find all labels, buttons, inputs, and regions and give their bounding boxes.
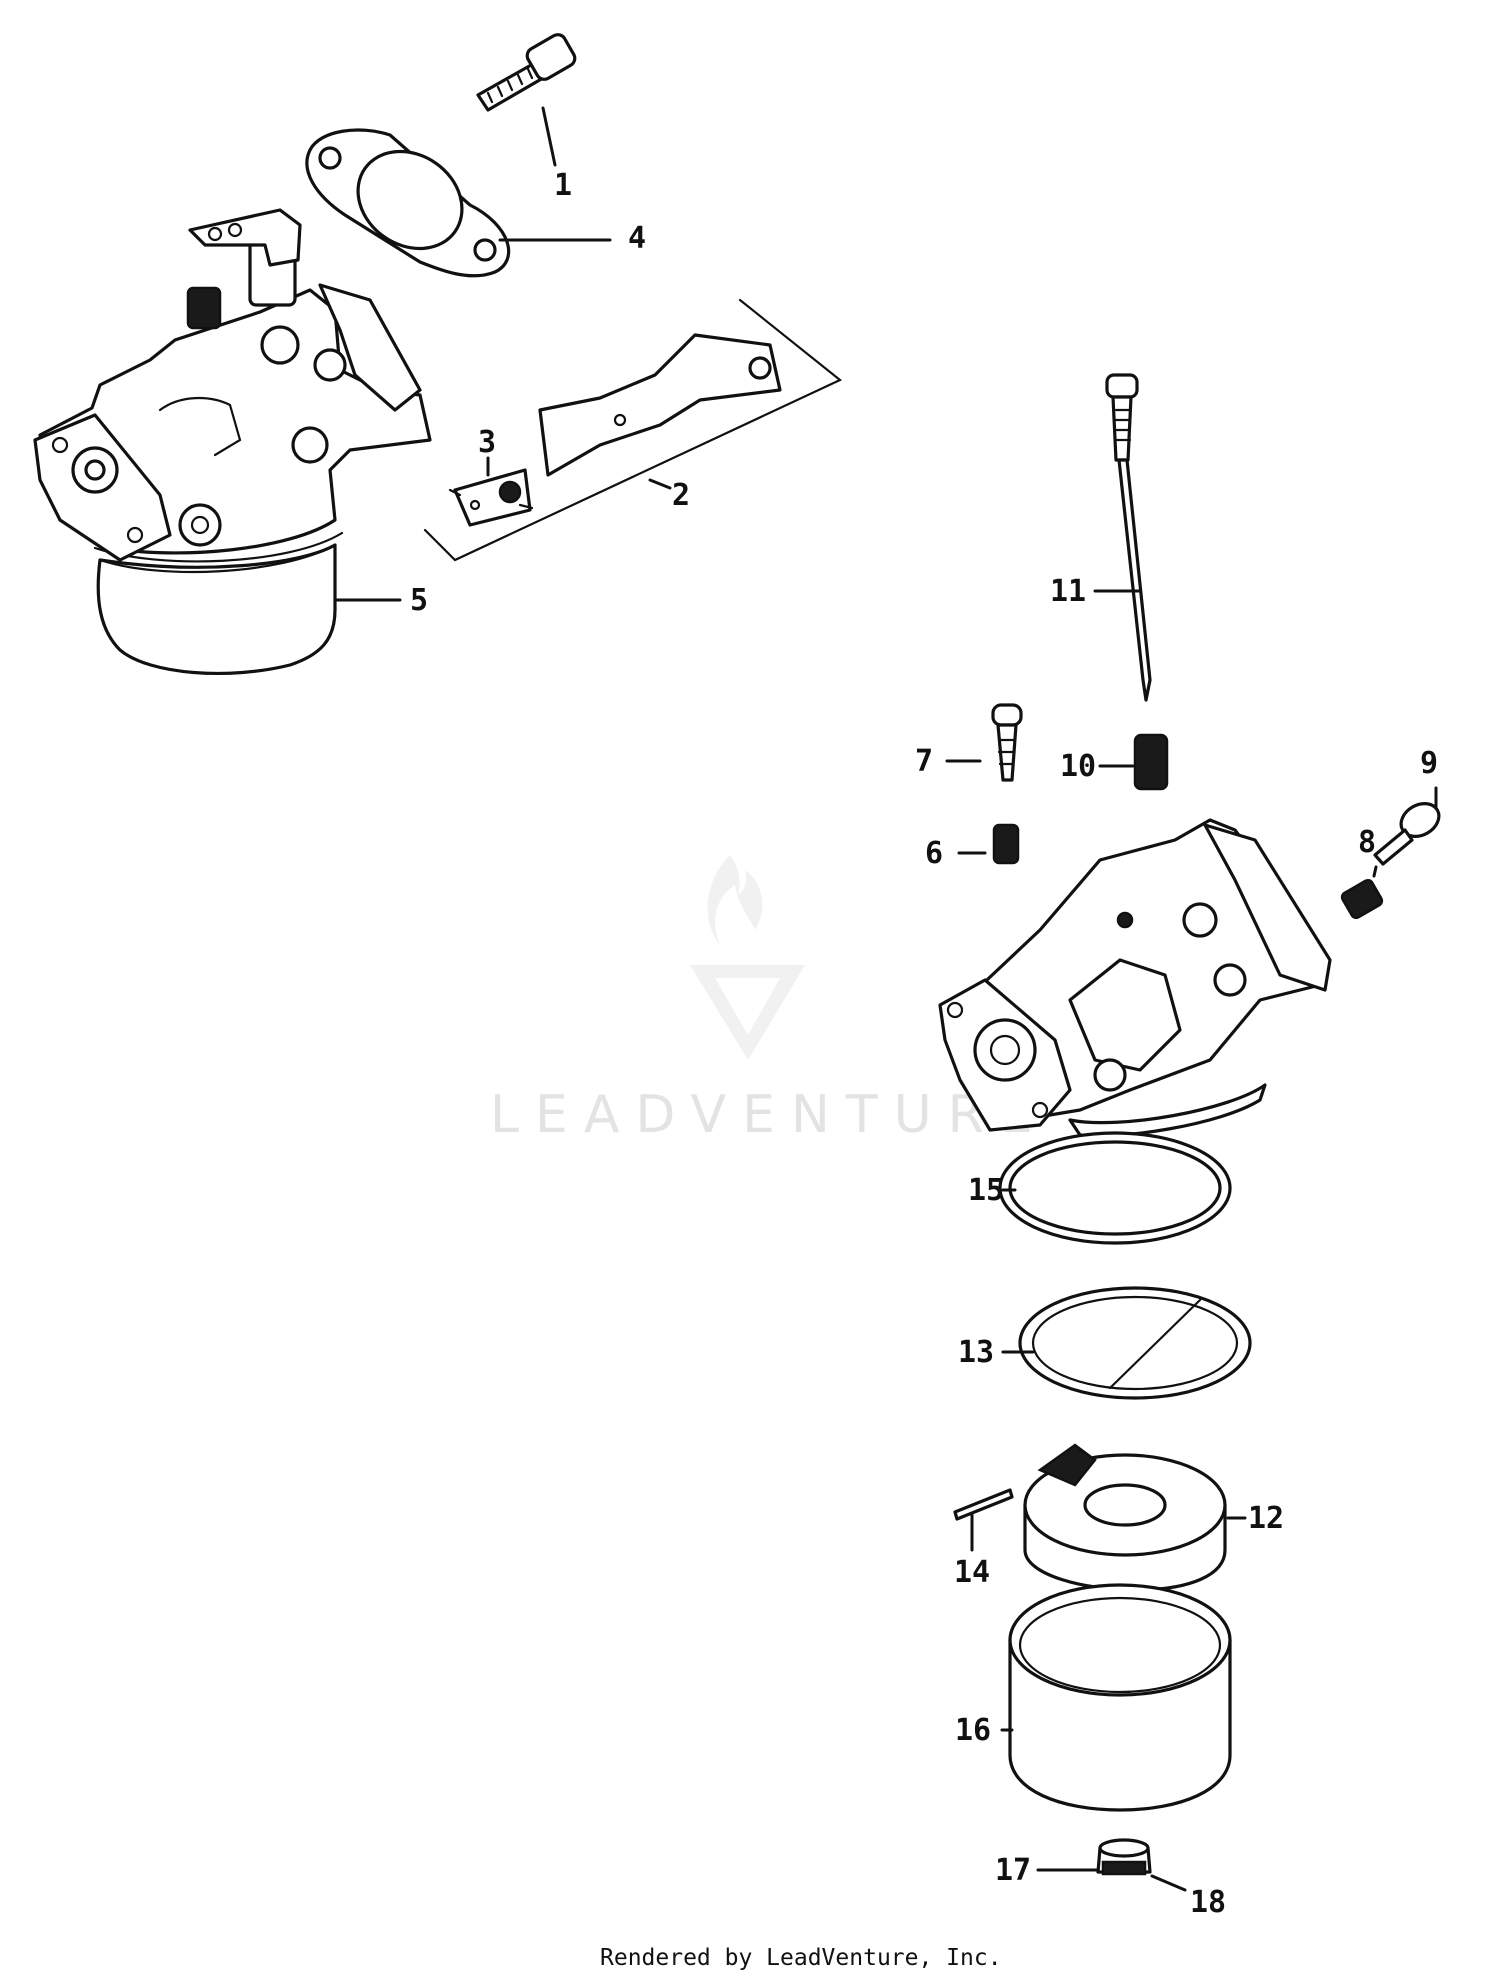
callout-2: 2 bbox=[672, 478, 690, 513]
footer-text: Rendered by LeadVenture, Inc. bbox=[600, 1945, 1002, 1971]
spring-part-6 bbox=[992, 823, 1020, 865]
bracket-part-2 bbox=[423, 298, 843, 562]
gasket-part-13 bbox=[1018, 1286, 1252, 1400]
leader-2 bbox=[648, 478, 672, 490]
callout-6: 6 bbox=[925, 836, 943, 871]
callout-labels: 1 2 3 4 5 6 7 8 9 10 11 12 13 14 15 16 1… bbox=[410, 168, 1438, 1920]
callout-14: 14 bbox=[954, 1555, 990, 1590]
needle-part-11 bbox=[1105, 373, 1152, 702]
gasket-part-4 bbox=[305, 128, 511, 278]
spring-part-8 bbox=[1340, 878, 1384, 920]
leader-18 bbox=[1150, 1874, 1187, 1892]
leader-8 bbox=[1372, 865, 1378, 878]
bowl-nut-part-17-18 bbox=[1096, 1838, 1152, 1876]
carburetor-body bbox=[938, 818, 1332, 1138]
callout-17: 17 bbox=[995, 1853, 1031, 1888]
bolt-part-1 bbox=[476, 33, 577, 112]
callout-15: 15 bbox=[968, 1173, 1004, 1208]
callout-16: 16 bbox=[955, 1713, 991, 1748]
pin-part-14 bbox=[953, 1488, 1014, 1521]
float-part-12 bbox=[1023, 1443, 1227, 1592]
screw-part-9 bbox=[1373, 802, 1441, 866]
callout-3: 3 bbox=[478, 425, 496, 460]
callout-4: 4 bbox=[628, 221, 646, 256]
screw-part-7 bbox=[991, 703, 1023, 782]
fuel-bowl-part-16 bbox=[1008, 1583, 1232, 1812]
callout-9: 9 bbox=[1420, 746, 1438, 781]
callout-18: 18 bbox=[1190, 1885, 1226, 1920]
carburetor-assembly-part-5 bbox=[33, 208, 432, 676]
callout-7: 7 bbox=[915, 744, 933, 779]
leader-lines bbox=[333, 106, 1438, 1892]
callout-12: 12 bbox=[1248, 1501, 1284, 1536]
leader-1 bbox=[541, 106, 557, 167]
clip-part-3 bbox=[448, 468, 534, 527]
callout-8: 8 bbox=[1358, 825, 1376, 860]
callout-1: 1 bbox=[554, 168, 572, 203]
o-ring-part-15 bbox=[998, 1131, 1232, 1245]
callout-11: 11 bbox=[1050, 574, 1086, 609]
callout-5: 5 bbox=[410, 583, 428, 618]
callout-10: 10 bbox=[1060, 749, 1096, 784]
watermark-text: LEADVENTURE bbox=[490, 1085, 1049, 1145]
spring-part-10 bbox=[1133, 733, 1169, 791]
leadventure-watermark-logo bbox=[690, 855, 805, 1060]
callout-13: 13 bbox=[958, 1335, 994, 1370]
